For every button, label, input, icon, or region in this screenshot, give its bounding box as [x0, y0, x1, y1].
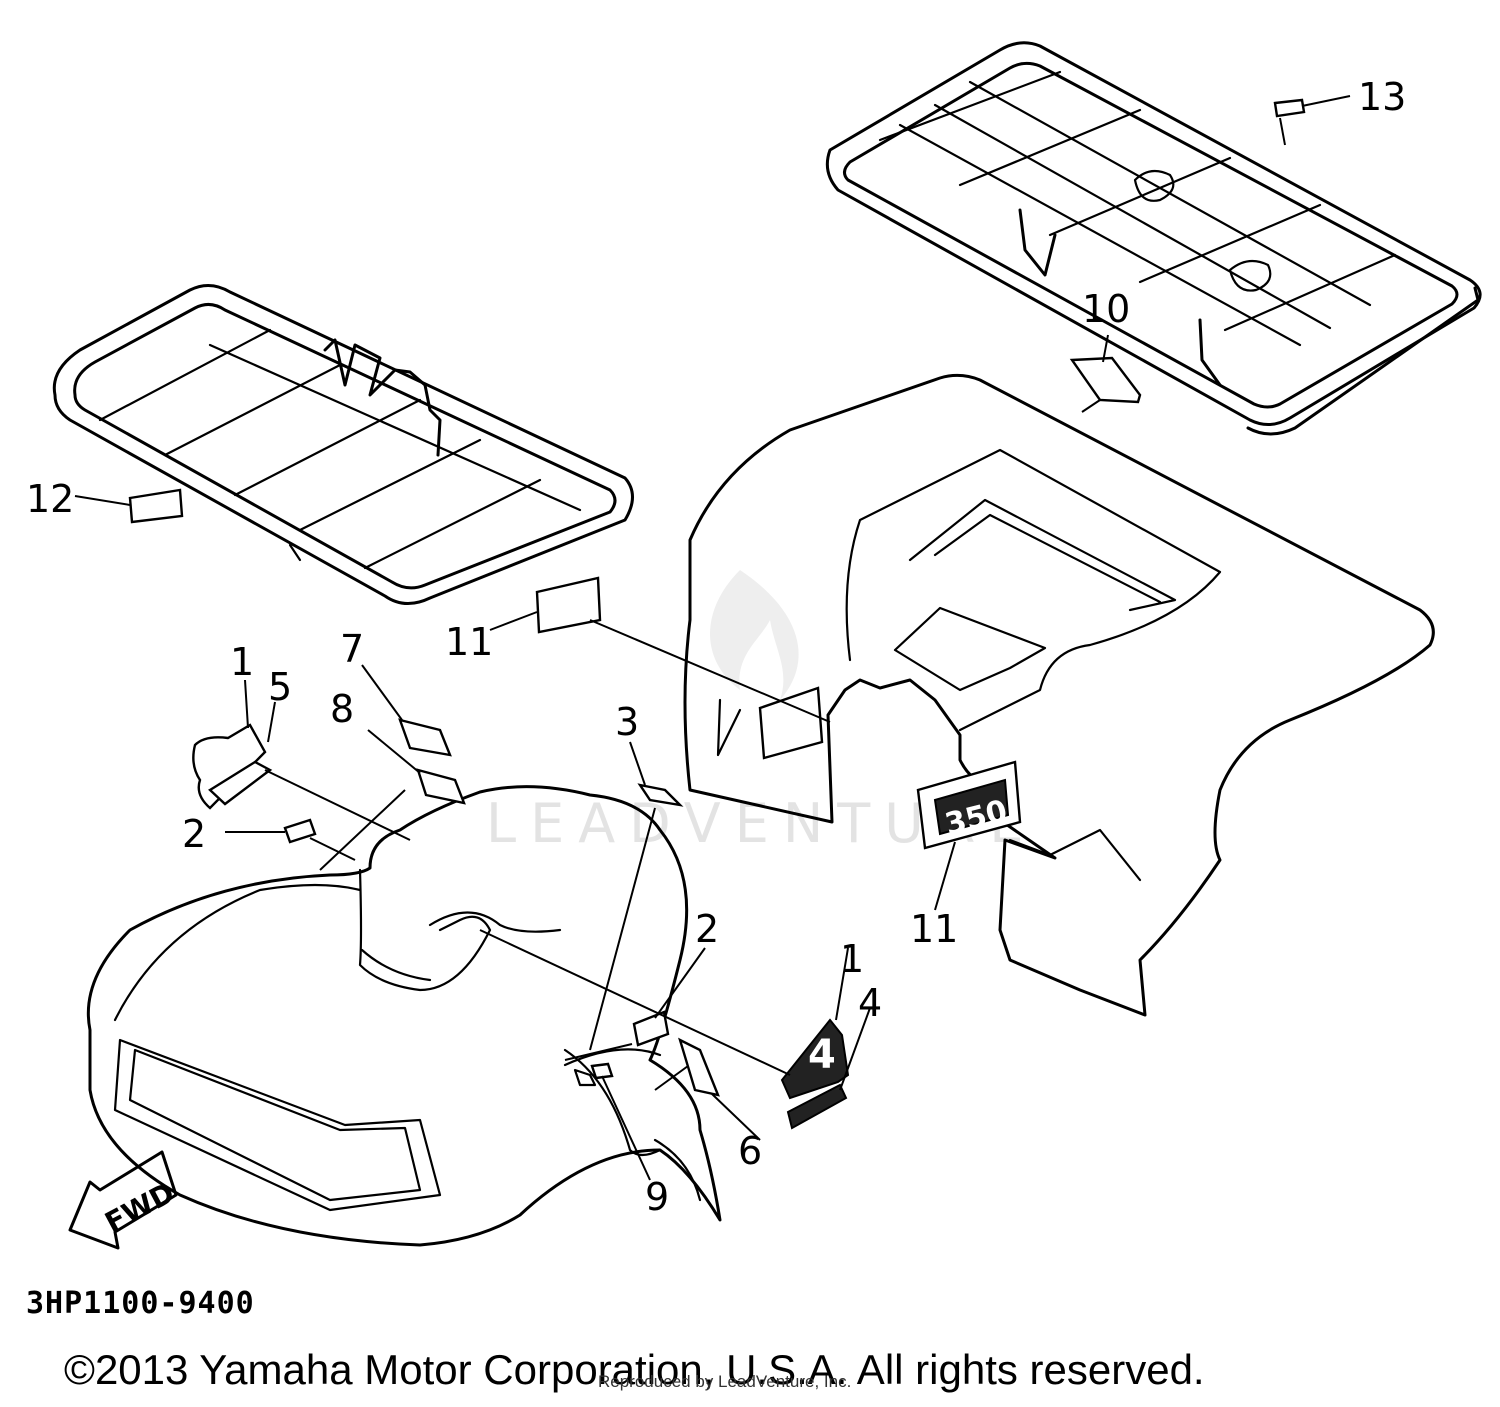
callout-1-bottom: 1 — [840, 937, 864, 981]
decal-12 — [128, 488, 184, 524]
callout-9: 9 — [645, 1175, 669, 1219]
callout-2-left: 2 — [182, 812, 206, 856]
rear-carrier-rack — [825, 41, 1482, 436]
rear-fender — [683, 373, 1435, 1017]
callouts: 1 5 7 8 2 3 2 1 4 6 9 11 11 10 12 13 — [26, 75, 1406, 1219]
part-code: 3HP1100-9400 — [26, 1286, 255, 1321]
callout-10: 10 — [1082, 287, 1130, 331]
callout-13: 13 — [1358, 75, 1406, 119]
callout-5: 5 — [268, 665, 292, 709]
decal-4 — [786, 1083, 848, 1130]
callout-2-right: 2 — [695, 907, 719, 951]
badge-4-text: 4 — [808, 1032, 836, 1078]
decal-10 — [1069, 356, 1142, 404]
callout-12: 12 — [26, 477, 74, 521]
callout-7: 7 — [340, 627, 364, 671]
decal-13 — [1273, 98, 1306, 118]
callout-1-top: 1 — [230, 640, 254, 684]
watermark-flame-icon — [710, 570, 799, 700]
fwd-arrow: FWD — [68, 1150, 180, 1250]
callout-8: 8 — [330, 687, 354, 731]
decal-3 — [637, 783, 684, 807]
copyright-notice: ©2013 Yamaha Motor Corporation, U.S.A. A… — [64, 1346, 1205, 1393]
fwd-arrow-label: FWD — [100, 1176, 180, 1240]
decal-9 — [590, 1062, 614, 1080]
front-carrier-rack — [52, 284, 634, 605]
decal-11-top — [535, 576, 602, 634]
decal-8 — [416, 768, 466, 805]
leader-lines — [74, 95, 1351, 1181]
callout-11-bottom: 11 — [910, 907, 958, 951]
decal-11-badge-inner — [933, 778, 1010, 836]
callout-6: 6 — [738, 1129, 762, 1173]
decal-2-right — [632, 1010, 670, 1047]
reproduced-by-notice: Reproduced by LeadVenture, Inc. — [598, 1372, 852, 1391]
callout-11-top: 11 — [445, 620, 493, 664]
decal-2-left — [283, 818, 317, 844]
decal-7 — [398, 718, 452, 757]
front-fender — [86, 785, 722, 1247]
decal-1-top — [192, 723, 267, 810]
decal-1-bottom — [780, 1018, 850, 1100]
callout-4: 4 — [858, 981, 882, 1025]
decal-6 — [678, 1037, 720, 1097]
decal-5 — [208, 760, 273, 806]
decal-11-side — [758, 686, 824, 760]
callout-3: 3 — [615, 700, 639, 744]
decals: 350 4 — [128, 98, 1306, 1130]
